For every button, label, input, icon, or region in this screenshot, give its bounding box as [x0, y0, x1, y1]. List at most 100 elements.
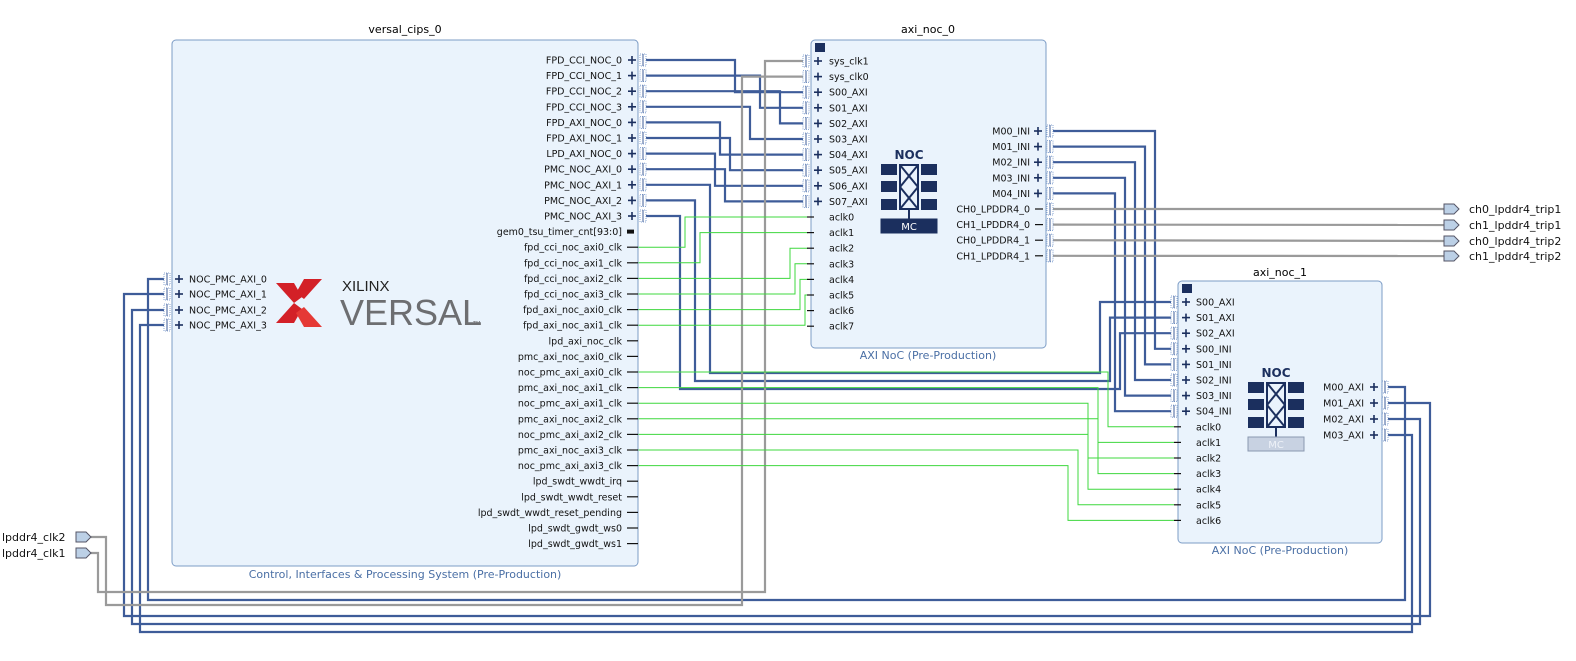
noc0-pin-ch0-lpddr4-1[interactable]: CH0_LPDDR4_1 [956, 233, 1054, 247]
noc1-pin-aclk4[interactable]: aclk4 [1174, 485, 1221, 496]
noc0-body[interactable] [810, 39, 1047, 349]
noc1-pin-aclk1[interactable]: aclk1 [1174, 438, 1221, 449]
clock-net [638, 216, 808, 248]
noc1-pin-m00-axi[interactable]: M00_AXI [1323, 380, 1389, 394]
axi-noc-0-block[interactable]: axi_noc_0 AXI NoC (Pre-Production) NOCMC… [802, 23, 1054, 362]
noc0-pin-aclk4[interactable]: aclk4 [807, 275, 854, 286]
noc1-pin-aclk2[interactable]: aclk2 [1174, 454, 1221, 465]
axi-noc-1-block[interactable]: axi_noc_1 AXI NoC (Pre-Production) NOCMC… [1170, 266, 1389, 557]
noc0-pin-aclk6[interactable]: aclk6 [807, 306, 854, 317]
noc0-pin-s03-axi[interactable]: S03_AXI [802, 132, 868, 146]
cips-pin-pmc-axi-noc-axi3-clk[interactable]: pmc_axi_noc_axi3_clk [518, 446, 638, 457]
noc1-pin-s01-ini[interactable]: S01_INI [1170, 357, 1232, 371]
cips-pin-fpd-cci-noc-axi3-clk[interactable]: fpd_cci_noc_axi3_clk [524, 290, 638, 301]
cips-pin-fpd-cci-noc-axi0-clk[interactable]: fpd_cci_noc_axi0_clk [524, 243, 638, 254]
noc0-pin-aclk5[interactable]: aclk5 [807, 291, 854, 302]
noc0-pin-aclk2[interactable]: aclk2 [807, 244, 854, 255]
noc1-pin-m01-axi[interactable]: M01_AXI [1323, 396, 1389, 410]
port-ch0-lpddr4-trip1[interactable]: ch0_lpddr4_trip1 [1443, 203, 1561, 216]
cips-pin-fpd-cci-noc-2[interactable]: FPD_CCI_NOC_2 [546, 84, 647, 98]
cips-pin-lpd-axi-noc-clk[interactable]: lpd_axi_noc_clk [549, 336, 638, 347]
cips-pin-lpd-swdt-wwdt-reset-pending[interactable]: lpd_swdt_wwdt_reset_pending [478, 508, 638, 519]
port-ch1-lpddr4-trip1[interactable]: ch1_lpddr4_trip1 [1443, 219, 1561, 232]
noc0-pin-sys-clk1[interactable]: sys_clk1 [802, 54, 869, 68]
cips-pin-noc-pmc-axi-axi2-clk[interactable]: noc_pmc_axi_axi2_clk [518, 430, 638, 441]
cips-pin-pmc-noc-axi-1[interactable]: PMC_NOC_AXI_1 [544, 178, 647, 192]
noc1-pin-s02-ini[interactable]: S02_INI [1170, 373, 1232, 387]
noc1-pin-aclk6[interactable]: aclk6 [1174, 516, 1221, 527]
cips-pin-noc-pmc-axi-3[interactable]: NOC_PMC_AXI_3 [163, 318, 267, 332]
noc0-pin-s02-axi[interactable]: S02_AXI [802, 117, 868, 130]
noc1-pin-s03-ini[interactable]: S03_INI [1170, 389, 1232, 403]
cips-pin-noc-pmc-axi-axi3-clk[interactable]: noc_pmc_axi_axi3_clk [518, 461, 638, 472]
cips-pin-noc-pmc-axi-axi1-clk[interactable]: noc_pmc_axi_axi1_clk [518, 399, 638, 410]
noc0-pin-aclk7[interactable]: aclk7 [807, 322, 854, 333]
noc0-pin-m01-ini[interactable]: M01_INI [992, 140, 1054, 154]
noc0-pin-ch0-lpddr4-0[interactable]: CH0_LPDDR4_0 [956, 202, 1054, 216]
cips-pin-lpd-swdt-gwdt-ws1[interactable]: lpd_swdt_gwdt_ws1 [528, 539, 638, 550]
noc1-pin-s00-axi[interactable]: S00_AXI [1170, 295, 1235, 309]
cips-pin-lpd-swdt-wwdt-irq[interactable]: lpd_swdt_wwdt_irq [533, 477, 638, 488]
lpddr-wire [1052, 239, 1445, 243]
cips-pin-fpd-cci-noc-axi1-clk[interactable]: fpd_cci_noc_axi1_clk [524, 258, 638, 269]
cips-pin-pmc-noc-axi-0[interactable]: PMC_NOC_AXI_0 [544, 162, 647, 176]
cips-pin-fpd-axi-noc-0[interactable]: FPD_AXI_NOC_0 [546, 116, 647, 129]
noc0-collapse-icon[interactable] [815, 43, 825, 52]
noc1-pin-s00-ini[interactable]: S00_INI [1170, 342, 1232, 356]
noc0-pin-ch1-lpddr4-0[interactable]: CH1_LPDDR4_0 [956, 218, 1054, 232]
noc0-pin-ch1-lpddr4-1[interactable]: CH1_LPDDR4_1 [956, 249, 1054, 262]
cips-pin-pmc-axi-noc-axi1-clk[interactable]: pmc_axi_noc_axi1_clk [518, 383, 638, 394]
noc1-pin-aclk5[interactable]: aclk5 [1174, 500, 1221, 511]
cips-pin-label: pmc_axi_noc_axi1_clk [518, 383, 623, 394]
noc0-pin-m00-ini[interactable]: M00_INI [992, 124, 1054, 138]
port-lpddr4-clk1[interactable]: lpddr4_clk1 [2, 547, 92, 560]
cips-pin-pmc-axi-noc-axi2-clk[interactable]: pmc_axi_noc_axi2_clk [518, 414, 638, 425]
cips-pin-pmc-noc-axi-2[interactable]: PMC_NOC_AXI_2 [544, 193, 647, 207]
cips-pin-noc-pmc-axi-1[interactable]: NOC_PMC_AXI_1 [163, 287, 267, 301]
noc1-pin-s02-axi[interactable]: S02_AXI [1170, 326, 1235, 340]
cips-pin-lpd-swdt-wwdt-reset[interactable]: lpd_swdt_wwdt_reset [521, 492, 638, 503]
cips-pin-gem0-tsu-timer-cnt-93-0[interactable]: gem0_tsu_timer_cnt[93:0] [497, 227, 634, 238]
cips-pin-lpd-axi-noc-0[interactable]: LPD_AXI_NOC_0 [546, 147, 647, 161]
cips-pin-fpd-cci-noc-axi2-clk[interactable]: fpd_cci_noc_axi2_clk [524, 274, 638, 285]
noc0-pin-s07-axi[interactable]: S07_AXI [802, 194, 868, 208]
versal-cips-block[interactable]: versal_cips_0 Control, Interfaces & Proc… [163, 23, 647, 581]
cips-pin-fpd-cci-noc-3[interactable]: FPD_CCI_NOC_3 [546, 100, 647, 114]
noc0-pin-s01-axi[interactable]: S01_AXI [802, 101, 868, 115]
cips-body[interactable] [171, 39, 639, 567]
cips-pin-fpd-axi-noc-axi0-clk[interactable]: fpd_axi_noc_axi0_clk [523, 305, 638, 316]
noc0-pin-aclk3[interactable]: aclk3 [807, 259, 854, 270]
port-ch1-lpddr4-trip2[interactable]: ch1_lpddr4_trip2 [1443, 250, 1561, 263]
noc1-collapse-icon[interactable] [1182, 284, 1192, 293]
noc1-pin-aclk0[interactable]: aclk0 [1174, 422, 1221, 433]
noc0-pin-m03-ini[interactable]: M03_INI [992, 171, 1054, 185]
cips-pin-fpd-cci-noc-0[interactable]: FPD_CCI_NOC_0 [546, 53, 647, 67]
noc1-pin-s01-axi[interactable]: S01_AXI [1170, 311, 1235, 325]
noc0-pin-s06-axi[interactable]: S06_AXI [802, 179, 868, 193]
noc0-pin-s00-axi[interactable]: S00_AXI [802, 85, 868, 99]
noc1-pin-m03-axi[interactable]: M03_AXI [1323, 428, 1389, 442]
noc0-pin-s04-axi[interactable]: S04_AXI [802, 148, 868, 162]
noc0-pin-s05-axi[interactable]: S05_AXI [802, 163, 868, 177]
port-ch0-lpddr4-trip2[interactable]: ch0_lpddr4_trip2 [1443, 235, 1561, 248]
noc0-pin-m04-ini[interactable]: M04_INI [992, 186, 1054, 200]
noc1-pin-m02-axi[interactable]: M02_AXI [1323, 412, 1389, 426]
noc0-pin-label: sys_clk0 [829, 72, 869, 83]
noc0-pin-sys-clk0[interactable]: sys_clk0 [802, 70, 869, 84]
cips-pin-noc-pmc-axi-axi0-clk[interactable]: noc_pmc_axi_axi0_clk [518, 368, 638, 379]
cips-pin-noc-pmc-axi-2[interactable]: NOC_PMC_AXI_2 [163, 303, 267, 317]
cips-pin-fpd-cci-noc-1[interactable]: FPD_CCI_NOC_1 [546, 69, 647, 83]
noc0-pin-m02-ini[interactable]: M02_INI [992, 155, 1054, 169]
cips-pin-fpd-axi-noc-1[interactable]: FPD_AXI_NOC_1 [546, 131, 647, 145]
noc0-pin-aclk1[interactable]: aclk1 [807, 228, 854, 239]
noc1-pin-s04-ini[interactable]: S04_INI [1170, 404, 1232, 418]
cips-pin-lpd-swdt-gwdt-ws0[interactable]: lpd_swdt_gwdt_ws0 [528, 524, 638, 535]
noc1-pin-aclk3[interactable]: aclk3 [1174, 469, 1221, 480]
port-lpddr4-clk2[interactable]: lpddr4_clk2 [2, 531, 92, 544]
cips-pin-noc-pmc-axi-0[interactable]: NOC_PMC_AXI_0 [163, 272, 267, 286]
cips-pin-pmc-noc-axi-3[interactable]: PMC_NOC_AXI_3 [544, 209, 647, 223]
cips-pin-fpd-axi-noc-axi1-clk[interactable]: fpd_axi_noc_axi1_clk [523, 321, 638, 332]
noc0-pin-aclk0[interactable]: aclk0 [807, 213, 854, 224]
noc1-pin-label: S00_AXI [1196, 298, 1235, 309]
cips-pin-pmc-axi-noc-axi0-clk[interactable]: pmc_axi_noc_axi0_clk [518, 352, 638, 363]
